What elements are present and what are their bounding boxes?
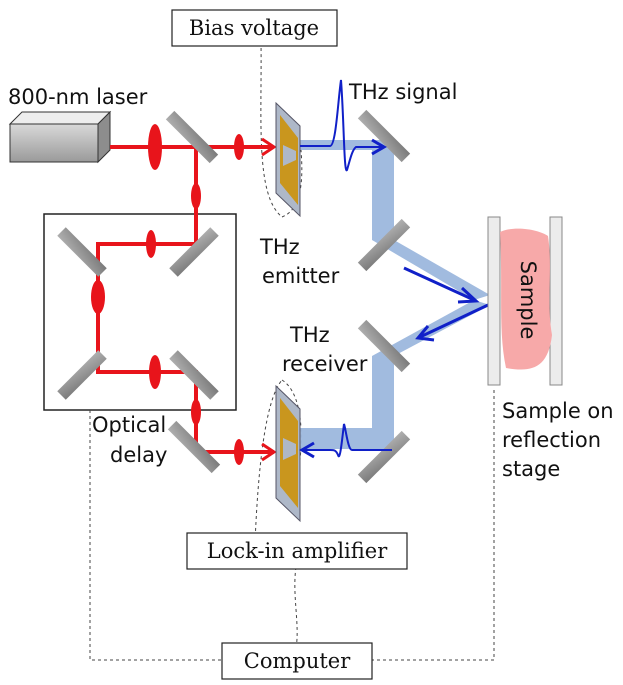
thz-pulse-receiver [299,423,392,459]
laser-label: 800-nm laser [8,85,148,109]
stage-label-line1: Sample on [502,399,614,423]
laser-arrowheads [261,137,277,462]
optical-delay-label-line2: delay [110,443,167,467]
thz-receiver-label-line2: receiver [282,352,368,376]
bias-voltage-label: Bias voltage [189,16,319,40]
thz-emitter [275,101,301,218]
stage-label-line3: stage [502,457,560,481]
lockin-amplifier-label: Lock-in amplifier [207,539,388,563]
stage-label: Sample on reflection stage [502,399,620,481]
sample-label: Sample [516,261,540,340]
thz-signal-label: THz signal [348,80,457,104]
sample-stage [487,216,563,386]
optical-delay-label-line1: Optical [92,413,166,437]
laser-source [8,110,112,164]
thz-focus-arrows [403,266,489,342]
computer-label: Computer [244,649,351,673]
stage-label-line2: reflection [502,428,601,452]
thz-emitter-label: THz emitter [259,235,340,288]
laser-beam [96,145,274,454]
computer-box [221,642,373,680]
thz-beam [300,140,490,449]
sample [500,228,552,370]
thz-receiver [275,384,301,523]
bias-voltage-box [171,9,338,47]
optical-delay-box [43,213,237,411]
optical-delay-label: Optical delay [92,413,173,467]
thz-pulse-emitter [300,79,387,172]
mirrors [57,109,411,484]
thz-receiver-label-line1: THz [289,323,330,347]
thz-emitter-label-line2: emitter [262,264,340,288]
lockin-amplifier-box [186,532,408,570]
laser-pulses [91,124,244,465]
thz-receiver-label: THz receiver [282,323,368,376]
thz-emitter-label-line1: THz [259,235,300,259]
